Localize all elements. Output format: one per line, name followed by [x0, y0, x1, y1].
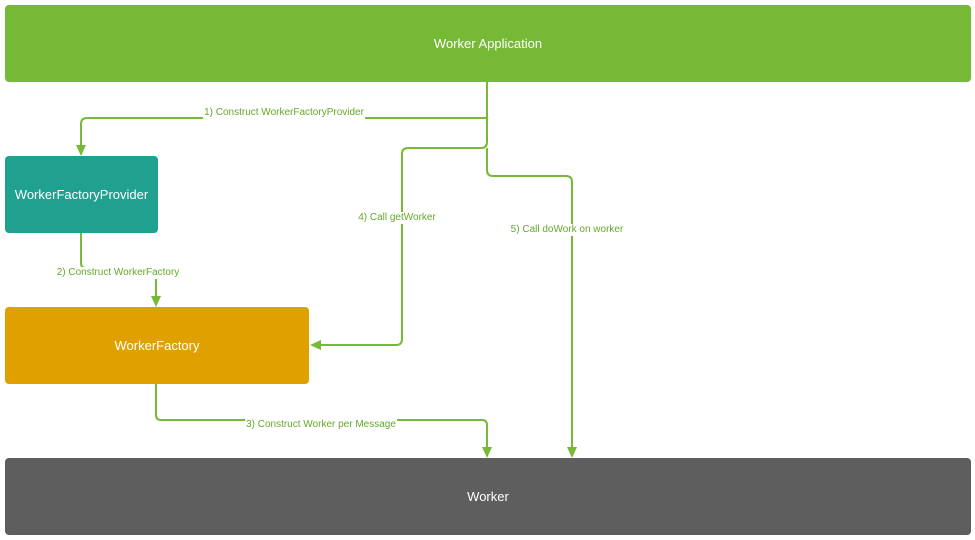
- worker-factory-provider-label: WorkerFactoryProvider: [14, 187, 149, 202]
- edge-3-line: [155, 384, 488, 448]
- edge-3-arrowhead: [482, 447, 492, 458]
- edge-1-arrowhead: [76, 145, 86, 156]
- worker-factory-provider-node: WorkerFactoryProvider: [5, 156, 158, 233]
- worker-factory-label: WorkerFactory: [114, 338, 200, 353]
- edge-3-label: 3) Construct Worker per Message: [245, 419, 397, 431]
- worker-label: Worker: [467, 489, 509, 504]
- worker-node: Worker: [5, 458, 971, 535]
- worker-application-label: Worker Application: [433, 36, 543, 51]
- edge-2-label: 2) Construct WorkerFactory: [55, 267, 181, 279]
- edge-2-line: [80, 233, 157, 297]
- edge-5-line: [486, 148, 573, 448]
- edge-5-label: 5) Call doWork on worker: [509, 224, 625, 236]
- worker-factory-node: WorkerFactory: [5, 307, 309, 384]
- edge-2-arrowhead: [151, 296, 161, 307]
- edge-4-arrowhead: [310, 340, 321, 350]
- edge-4-label: 4) Call getWorker: [357, 212, 437, 224]
- edge-5-arrowhead: [567, 447, 577, 458]
- edge-4-line: [320, 118, 488, 346]
- edge-1-label: 1) Construct WorkerFactoryProvider: [203, 107, 365, 119]
- edge-1-line: [80, 82, 488, 146]
- worker-application-node: Worker Application: [5, 5, 971, 82]
